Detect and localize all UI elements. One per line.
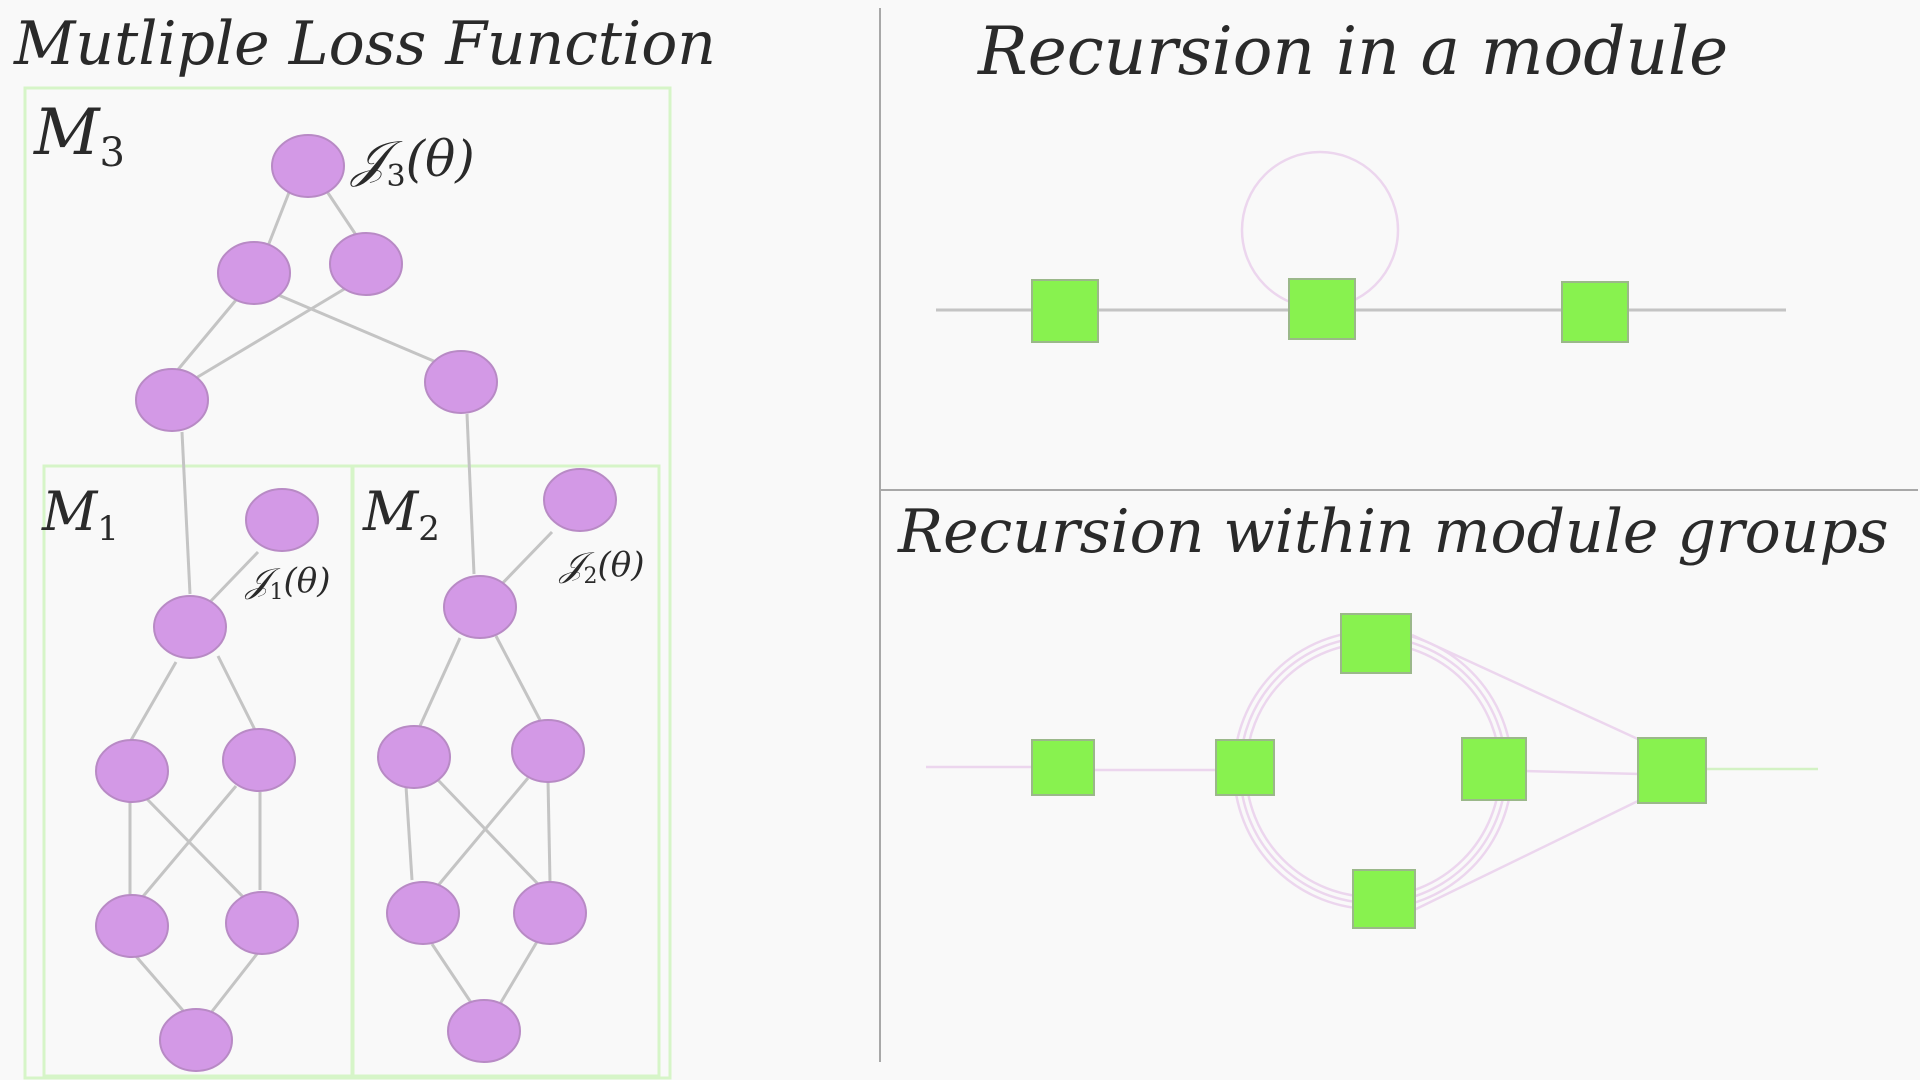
node bbox=[447, 999, 521, 1063]
module-square bbox=[1031, 739, 1095, 796]
edge bbox=[434, 777, 530, 889]
edge bbox=[418, 637, 462, 727]
edge bbox=[494, 635, 542, 721]
node bbox=[225, 891, 299, 955]
chain-edge bbox=[1413, 798, 1641, 912]
node-j3-output bbox=[271, 134, 345, 198]
node bbox=[95, 894, 169, 958]
module-square bbox=[1031, 279, 1099, 343]
edge bbox=[275, 292, 437, 364]
module-square bbox=[1637, 737, 1707, 804]
edge bbox=[216, 655, 258, 733]
node bbox=[135, 368, 209, 432]
node bbox=[443, 575, 517, 639]
edge bbox=[324, 189, 360, 239]
loss-label-j2: 𝒥2(θ) bbox=[558, 545, 644, 589]
edge bbox=[404, 785, 414, 881]
module-square bbox=[1340, 613, 1412, 674]
module-square bbox=[1561, 281, 1629, 343]
edge bbox=[195, 286, 347, 380]
module-label-m3: M3 bbox=[33, 96, 125, 176]
node bbox=[424, 350, 498, 414]
node bbox=[386, 881, 460, 945]
edge bbox=[498, 939, 540, 1005]
module-label-m2: M2 bbox=[362, 480, 440, 549]
module-square bbox=[1215, 739, 1275, 796]
right-bottom-title: Recursion within module groups bbox=[897, 497, 1889, 567]
edge bbox=[546, 779, 552, 883]
loss-label-j1: 𝒥1(θ) bbox=[244, 561, 330, 605]
edge bbox=[436, 778, 540, 886]
node bbox=[222, 728, 296, 792]
module-box-m1 bbox=[42, 464, 354, 1078]
module-label-m1: M1 bbox=[41, 480, 119, 549]
node bbox=[511, 719, 585, 783]
module-square-recurrent bbox=[1288, 278, 1356, 340]
edge bbox=[494, 530, 554, 592]
chain-edge bbox=[1523, 769, 1641, 776]
module-square bbox=[1352, 869, 1416, 929]
edge bbox=[206, 550, 260, 606]
edge bbox=[132, 953, 188, 1015]
edge bbox=[128, 661, 178, 743]
edge bbox=[465, 413, 476, 575]
chain-edge bbox=[1411, 633, 1641, 742]
edge bbox=[174, 299, 238, 373]
node bbox=[95, 739, 169, 803]
edge bbox=[266, 189, 292, 247]
right-top-title: Recursion in a module bbox=[977, 13, 1728, 90]
node-j1-output bbox=[245, 488, 319, 552]
edge bbox=[430, 943, 474, 1005]
node bbox=[153, 595, 227, 659]
module-box-m3 bbox=[23, 86, 672, 1080]
edge bbox=[144, 796, 252, 906]
left-title: Mutliple Loss Function bbox=[13, 9, 716, 79]
node bbox=[329, 232, 403, 296]
node bbox=[217, 241, 291, 305]
node bbox=[159, 1008, 233, 1072]
loss-label-j3: 𝒥3(θ) bbox=[350, 130, 475, 194]
node bbox=[513, 881, 587, 945]
module-box-m2 bbox=[351, 464, 661, 1078]
edge bbox=[208, 949, 262, 1015]
module-square bbox=[1461, 737, 1527, 801]
edge bbox=[180, 431, 192, 595]
edge bbox=[138, 785, 238, 901]
node bbox=[377, 725, 451, 789]
node-j2-output bbox=[543, 468, 617, 532]
